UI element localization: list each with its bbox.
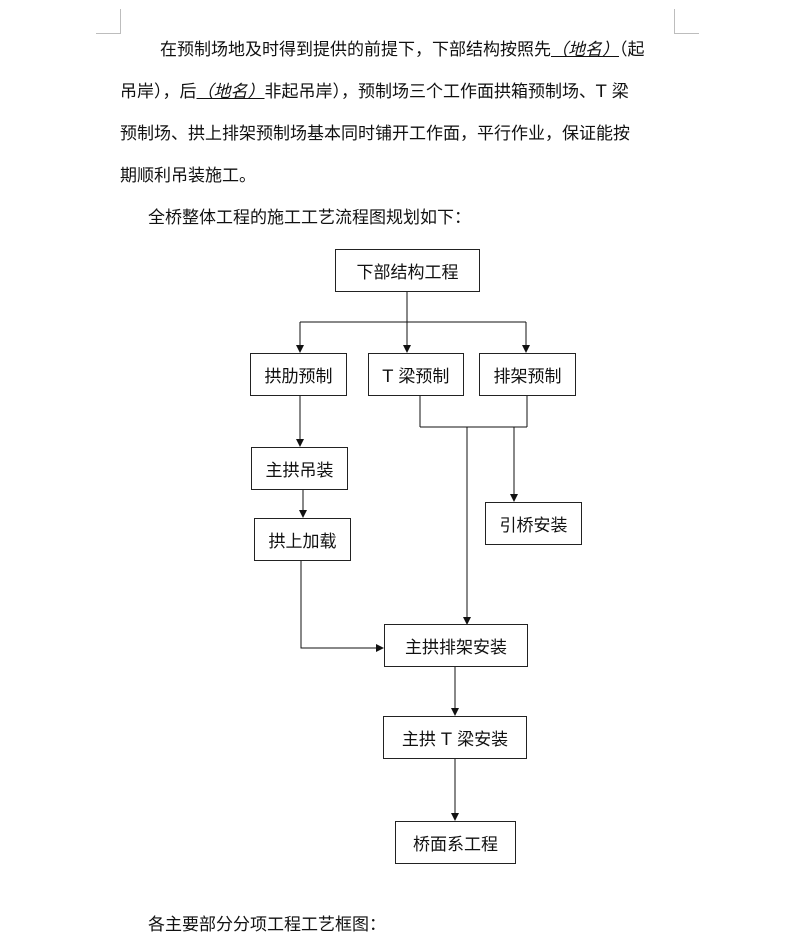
connector-arrow [300, 561, 384, 652]
flow-node-tbeam-precast: T 梁预制 [368, 353, 464, 396]
paragraph1-text: 非起吊岸），预制场三个工作面拱箱预制场、T 梁 [264, 82, 629, 102]
flow-node-approach-install: 引桥安装 [485, 502, 582, 545]
paragraph1-line2: 吊岸），后（地名）非起吊岸），预制场三个工作面拱箱预制场、T 梁 [120, 80, 629, 104]
flow-node-arch-loading: 拱上加载 [254, 518, 351, 561]
paragraph1-text: 吊岸），后 [120, 82, 197, 102]
page-corner-mark-top-right [674, 9, 699, 34]
flow-node-deck-system: 桥面系工程 [395, 821, 516, 864]
flow-node-main-arch-bent-install: 主拱排架安装 [384, 624, 528, 667]
paragraph1-line1: 在预制场地及时得到提供的前提下，下部结构按照先（地名）（起 [160, 38, 645, 62]
paragraph1-text: 在预制场地及时得到提供的前提下，下部结构按照先 [160, 40, 551, 60]
paragraph2: 全桥整体工程的施工工艺流程图规划如下： [148, 208, 471, 228]
paragraph3: 各主要部分分项工程工艺框图： [148, 915, 386, 935]
flow-node-substructure: 下部结构工程 [335, 249, 480, 292]
page-corner-mark-top-left [96, 9, 121, 34]
paragraph1-line4: 期顺利吊装施工。 [120, 164, 256, 188]
flow-node-main-arch-tbeam-install: 主拱 T 梁安装 [383, 716, 527, 759]
paragraph1-text: 预制场、拱上排架预制场基本同时铺开工作面，平行作业，保证能按 [120, 124, 630, 144]
flow-node-bent-precast: 排架预制 [479, 353, 576, 396]
paragraph1-line3: 预制场、拱上排架预制场基本同时铺开工作面，平行作业，保证能按 [120, 122, 630, 146]
place-name-placeholder: （地名） [196, 82, 265, 102]
flow-node-rib-precast: 拱肋预制 [250, 353, 347, 396]
paragraph1-text: 期顺利吊装施工。 [120, 166, 256, 186]
paragraph1-text: （起 [619, 40, 645, 60]
place-name-placeholder: （地名） [551, 40, 619, 60]
flow-node-main-arch-lift: 主拱吊装 [251, 447, 348, 490]
